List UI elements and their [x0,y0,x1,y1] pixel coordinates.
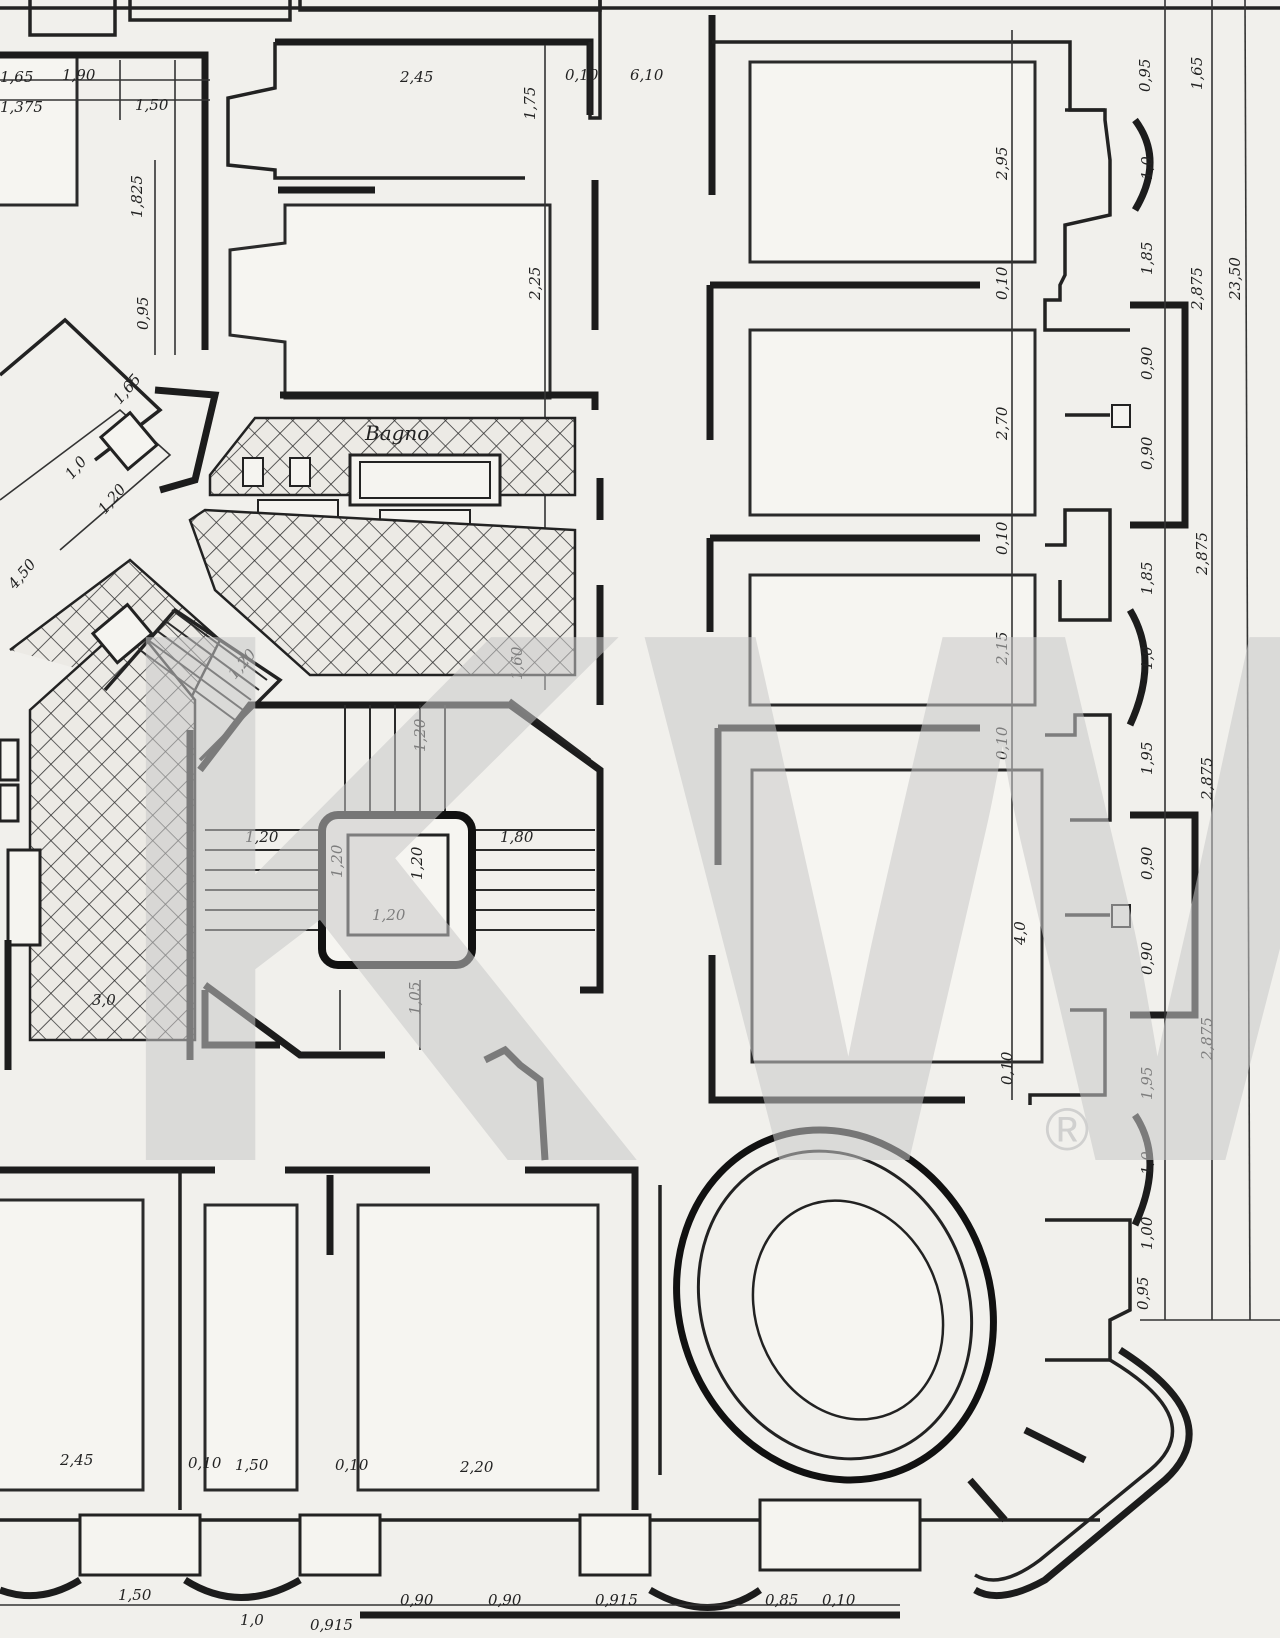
dim-label: 2,45 [59,1451,93,1469]
dim-label: 0,915 [595,1591,638,1609]
dim-label: 4,0 [1011,921,1029,946]
dim-label: 1,20 [408,846,426,880]
dim-label: 1,95 [1138,1067,1156,1100]
dim-label: 1,65 [0,68,33,86]
bathtub [348,453,502,507]
dim-label: 1,95 [1138,742,1156,775]
dim-label: 1,0 [1138,1151,1156,1175]
right-rooms [706,15,1105,1104]
right-room-4 [750,768,1044,1064]
stair-well [318,811,476,969]
dim-label: 1,85 [1138,562,1156,595]
bottom-room-2 [203,1203,299,1492]
dim-label: 2,875 [1188,267,1206,311]
dim-label: 0,10 [993,726,1011,760]
watermark-logo: KW [95,473,1280,1322]
dim-label: 0,10 [188,1454,222,1472]
bottom-rooms [0,1166,1100,1619]
left-top-room [0,51,210,355]
dim-label: 0,10 [335,1456,369,1474]
dim-label: 0,95 [1134,1277,1152,1310]
dim-label: 1,20 [411,718,429,752]
dim-label: 1,825 [128,175,146,218]
dim-label: 0,10 [565,66,599,84]
room-label-bagno: Bagno [364,421,429,445]
dim-label: 0,95 [1136,59,1154,92]
dim-label: 1,80 [500,828,534,846]
watermark: KW ® [95,473,1280,1322]
dim-label: 1,60 [508,646,526,680]
dim-label: 1,50 [118,1586,152,1604]
top-room-2 [228,180,599,410]
dim-label: 2,20 [459,1458,494,1476]
hatched-corridor [188,478,604,705]
dim-label: 0,10 [993,266,1011,300]
oval-room [658,1126,1193,1600]
left-edge-elements [0,738,42,1070]
stair-flight [205,705,595,931]
dim-label: 0,90 [400,1591,434,1609]
dim-label: 0,85 [765,1591,798,1609]
dim-label: 23,50 [1226,257,1244,301]
dim-label: 0,10 [822,1591,856,1609]
dim-label: 2,15 [993,632,1011,666]
dim-label: 1,75 [521,87,539,120]
dim-label: 1,375 [0,98,43,116]
right-facade [1028,0,1280,1362]
dim-label: 0,90 [1138,436,1156,470]
dim-label: 1,65 [1188,57,1206,90]
dim-label: 6,10 [630,66,664,84]
dim-label: 2,875 [1198,1017,1216,1061]
dim-label: 0,95 [134,297,152,330]
dim-label: 2,45 [399,68,433,86]
dim-label: 0,90 [1138,346,1156,380]
dim-label: 1,20 [328,844,346,878]
dim-label: 2,875 [1198,757,1216,801]
dim-label: 1,00 [1138,1216,1156,1250]
dim-label: 1,05 [406,982,424,1015]
bottom-room-3 [356,1203,600,1492]
dim-label: 1,0 [1138,646,1156,670]
dim-label: 2,875 [1193,532,1211,576]
dim-label: 0,10 [998,1051,1016,1085]
left-diagonal-wing [0,317,283,1060]
watermark-registered-mark: ® [1045,1096,1089,1163]
dim-label: 1,20 [372,906,406,924]
dim-label: 1,0 [1138,156,1156,180]
dim-label: 3,0 [92,991,116,1009]
dim-label: 0,90 [1138,941,1156,975]
dim-label: 1,50 [235,1456,269,1474]
chimney [98,410,160,472]
dim-label: 1,0 [240,1611,264,1629]
right-room-1 [748,60,1037,264]
dim-label: 1,50 [135,96,169,114]
dim-label: 1,20 [245,828,279,846]
dim-label: 2,95 [993,147,1011,181]
dim-label: 2,70 [993,406,1011,441]
bottom-room-1 [0,1198,145,1492]
dim-label: 2,25 [526,267,544,301]
top-strip [0,0,1280,37]
dim-label: 0,10 [993,521,1011,555]
dim-label: 1,85 [1138,242,1156,275]
dim-label: 0,90 [488,1591,522,1609]
top-room-1 [226,0,602,194]
fixture [242,457,264,487]
dim-label: 0,90 [1138,846,1156,880]
right-room-2 [748,328,1037,517]
right-room-3 [748,573,1037,707]
dim-label: 1,90 [62,66,96,84]
fixture [289,457,311,487]
dim-label: 0,915 [310,1616,353,1634]
stair-hall [197,698,604,1161]
